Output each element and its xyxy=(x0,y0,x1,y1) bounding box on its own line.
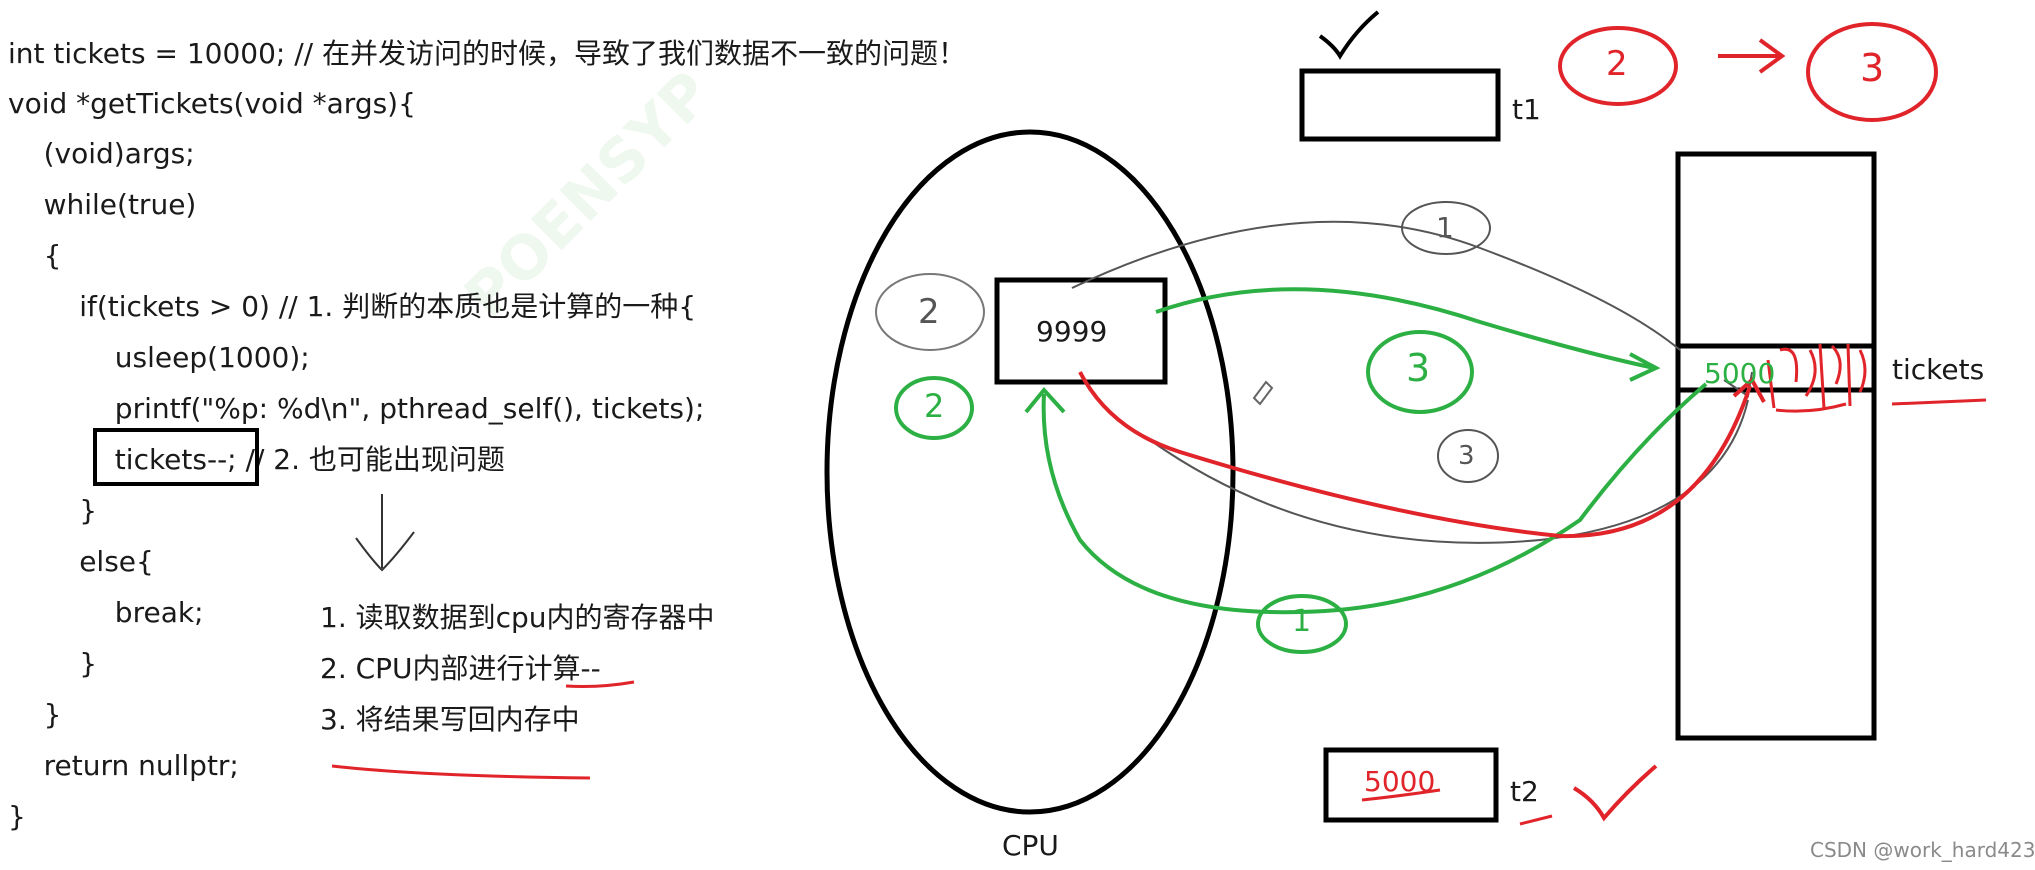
step-note: 1. 读取数据到cpu内的寄存器中 xyxy=(320,601,715,634)
down-arrow xyxy=(355,494,415,572)
register-box xyxy=(994,277,1168,385)
annotation-number: 3 xyxy=(1458,441,1475,471)
gray-arrow xyxy=(1071,220,1681,351)
step-note: 2. CPU内部进行计算-- xyxy=(320,652,601,685)
thread-t2-label: t2 xyxy=(1510,775,1539,808)
memory-block xyxy=(1675,151,1877,741)
check-icon xyxy=(1318,10,1380,60)
red-arrow xyxy=(1732,376,1766,403)
code-line: usleep(1000); xyxy=(8,341,310,374)
circled-number xyxy=(894,376,974,440)
red-underline xyxy=(1361,788,1441,802)
green-arrow xyxy=(1041,382,1708,615)
thread-t1-box xyxy=(1299,68,1501,142)
gray-arrow xyxy=(1149,399,1749,544)
step-note: 3. 将结果写回内存中 xyxy=(320,703,580,736)
red-arrow xyxy=(1078,371,1752,539)
circled-number xyxy=(1437,429,1499,483)
annotation-number: 2 xyxy=(924,387,945,425)
code-line: else{ xyxy=(8,545,154,578)
cpu-ellipse xyxy=(824,129,1236,815)
annotation-number: 3 xyxy=(1860,46,1885,90)
code-line: void *getTickets(void *args){ xyxy=(8,87,416,120)
memory-label: tickets xyxy=(1892,353,1985,386)
circled-number xyxy=(1401,201,1491,255)
red-scribble xyxy=(1775,402,1847,413)
code-line: break; xyxy=(8,596,204,629)
register-value: 9999 xyxy=(1036,315,1108,348)
circled-number xyxy=(875,273,985,351)
green-arrow xyxy=(1155,287,1655,370)
code-line: tickets--; // 2. 也可能出现问题 xyxy=(8,443,505,476)
code-line: (void)args; xyxy=(8,137,195,170)
circled-number xyxy=(1806,22,1938,122)
code-line: } xyxy=(8,494,98,527)
code-line: } xyxy=(8,698,62,731)
highlight-box xyxy=(93,428,259,486)
code-line: printf("%p: %d\n", pthread_self(), ticke… xyxy=(8,392,705,425)
annotation-number: 2 xyxy=(918,292,940,332)
red-underline xyxy=(331,764,591,780)
code-line: return nullptr; xyxy=(8,749,239,782)
code-line: int tickets = 10000; // 在并发访问的时候，导致了我们数据… xyxy=(8,37,967,70)
circled-number xyxy=(1558,26,1678,106)
pencil-icon xyxy=(1252,380,1274,406)
red-underline xyxy=(565,680,635,688)
green-arrow xyxy=(1024,386,1066,414)
memory-cell xyxy=(1675,343,1877,393)
code-line: { xyxy=(8,239,62,272)
code-line: if(tickets > 0) // 1. 判断的本质也是计算的一种{ xyxy=(8,290,697,323)
red-scribble xyxy=(1766,343,1867,409)
code-line: while(true) xyxy=(8,188,197,221)
circled-number xyxy=(1256,594,1348,654)
thread-t2-context-value: 5000 xyxy=(1364,765,1436,798)
red-arrow xyxy=(1718,38,1786,74)
green-arrow xyxy=(1629,352,1661,382)
annotation-number: 1 xyxy=(1292,604,1312,639)
source-watermark: CSDN @work_hard423 xyxy=(1810,838,2035,862)
thread-t1-label: t1 xyxy=(1512,93,1541,126)
code-line: } xyxy=(8,647,98,680)
annotation-number: 2 xyxy=(1606,44,1628,84)
annotation-number: 1 xyxy=(1436,211,1454,244)
red-underline xyxy=(1519,814,1553,826)
circled-number xyxy=(1366,330,1474,414)
memory-value: 5000 xyxy=(1704,357,1776,390)
check-icon xyxy=(1572,764,1658,822)
red-underline xyxy=(1891,398,1987,406)
cpu-label: CPU xyxy=(1002,829,1059,862)
code-line: } xyxy=(8,800,26,833)
annotation-number: 3 xyxy=(1406,346,1431,390)
thread-t2-box xyxy=(1323,747,1499,823)
